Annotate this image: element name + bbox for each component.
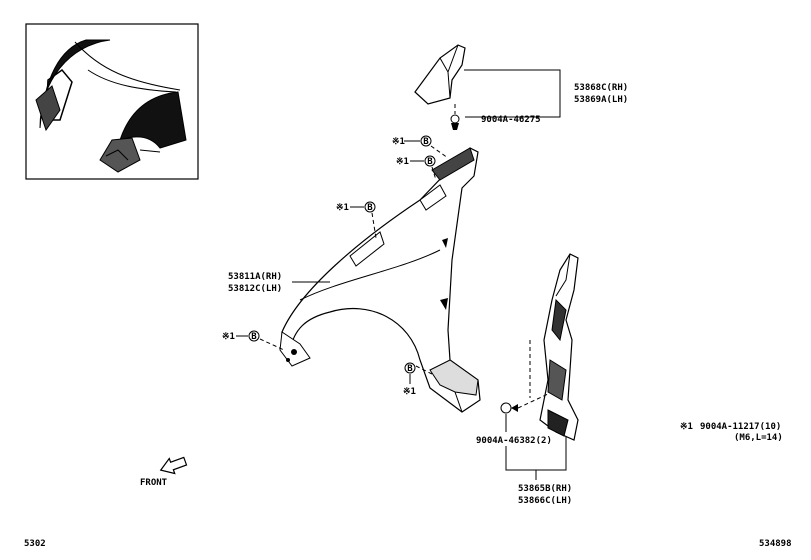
fender-part: [279, 147, 481, 413]
front-label: FRONT: [140, 478, 168, 488]
liner-clip-icon: [500, 402, 518, 414]
note-marker-1: ※1: [392, 137, 405, 147]
bolt-callout-icon: B: [404, 362, 433, 384]
liner-label-rh: 53865B(RH): [518, 484, 572, 494]
liner-leader: [505, 446, 567, 471]
svg-text:B: B: [423, 137, 429, 147]
clip-icon: [450, 114, 460, 130]
note-legend-spec: (M6,L=14): [734, 433, 783, 443]
mudguard-clip-label: 9004A-46275: [481, 115, 541, 125]
mudguard-label-rh: 53868C(RH): [574, 83, 628, 93]
liner-clip-label: 9004A-46382(2): [476, 436, 552, 446]
mudguard-label-lh: 53869A(LH): [574, 95, 628, 105]
svg-text:B: B: [251, 332, 257, 342]
note-legend-code: 9004A-11217(10): [700, 422, 781, 432]
diagram-id: 534898: [759, 539, 792, 549]
fender-label-lh: 53812C(LH): [228, 284, 282, 294]
fender-liner-part: [500, 253, 579, 441]
page-code: 5302: [24, 539, 46, 549]
inset-overview: [25, 23, 199, 180]
bolt-callout-icon: B: [236, 330, 285, 351]
mudguard-leader: [464, 69, 561, 118]
bolt-callout-icon: B: [410, 155, 437, 181]
svg-text:B: B: [367, 203, 373, 213]
note-marker-2: ※1: [396, 157, 409, 167]
note-marker-5: ※1: [403, 387, 416, 397]
mudguard-part: [414, 44, 466, 130]
svg-text:B: B: [407, 364, 413, 374]
svg-text:B: B: [427, 157, 433, 167]
bolt-callout-icon: B: [350, 201, 377, 239]
bolt-callout-icon: B: [404, 135, 449, 159]
front-direction-arrow-icon: [159, 456, 188, 475]
note-marker-3: ※1: [336, 203, 349, 213]
note-marker-4: ※1: [222, 332, 235, 342]
note-legend-marker: ※1: [680, 422, 693, 432]
liner-label-lh: 53866C(LH): [518, 496, 572, 506]
fender-label-rh: 53811A(RH): [228, 272, 282, 282]
